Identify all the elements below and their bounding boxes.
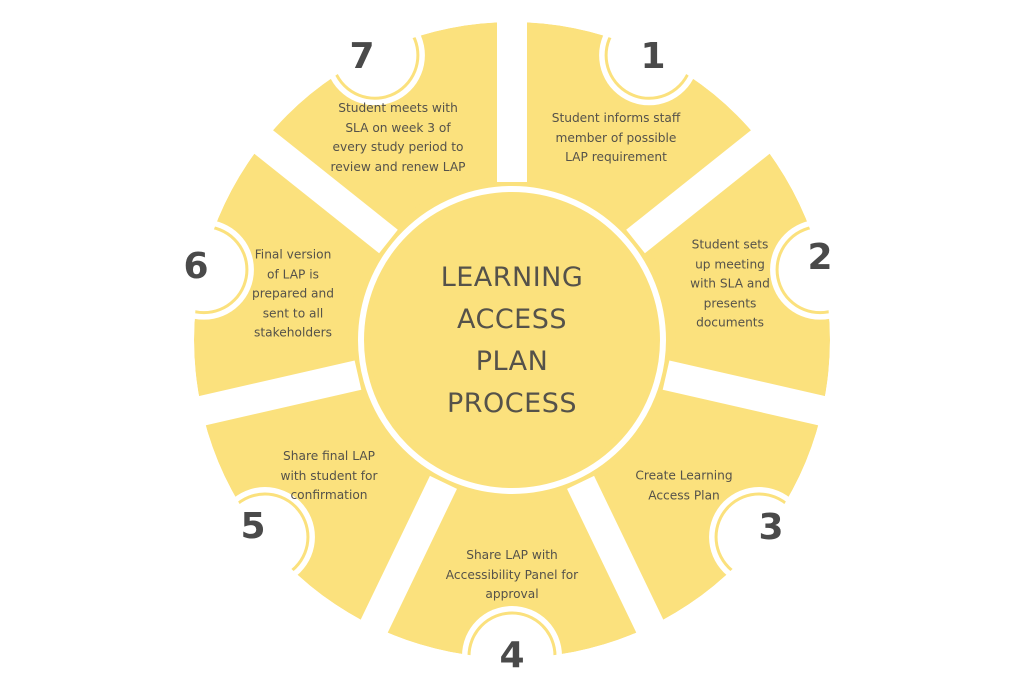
step-2-number: 2	[807, 237, 833, 278]
step-6-number: 6	[183, 246, 209, 287]
step-5-text: Share final LAP with student for confirm…	[280, 448, 378, 502]
title-line-2: ACCESS	[456, 304, 568, 335]
step-1-text: Student informs staff member of possible…	[551, 110, 681, 164]
title-line-3: PLAN	[475, 346, 549, 377]
segment-gap	[567, 475, 673, 652]
segment-gap	[662, 360, 845, 430]
step-5-number: 5	[240, 506, 266, 547]
segment-gap	[179, 360, 362, 430]
step-3-number: 3	[758, 507, 784, 548]
step-2-text: Student sets up meeting with SLA and pre…	[690, 237, 770, 330]
segment-gap	[351, 475, 457, 652]
segment-gap	[626, 117, 786, 254]
step-7-text: Student meets with SLA on week 3 of ever…	[330, 101, 466, 174]
title-line-4: PROCESS	[447, 388, 577, 419]
segment-gap	[238, 117, 398, 254]
center-ring-divider	[358, 186, 666, 494]
step-4-text: Share LAP with Accessibility Panel for a…	[445, 547, 579, 601]
step-4-number: 4	[499, 635, 525, 676]
step-1-number: 1	[640, 36, 666, 77]
title-line-1: LEARNING	[440, 262, 584, 293]
step-7-number: 7	[349, 36, 375, 77]
step-3-text: Create Learning Access Plan	[635, 468, 733, 503]
step-6-text: Final version of LAP is prepared and sen…	[252, 247, 334, 340]
diagram-title: LEARNING ACCESS PLAN PROCESS	[441, 257, 584, 425]
center-circle	[370, 198, 654, 482]
